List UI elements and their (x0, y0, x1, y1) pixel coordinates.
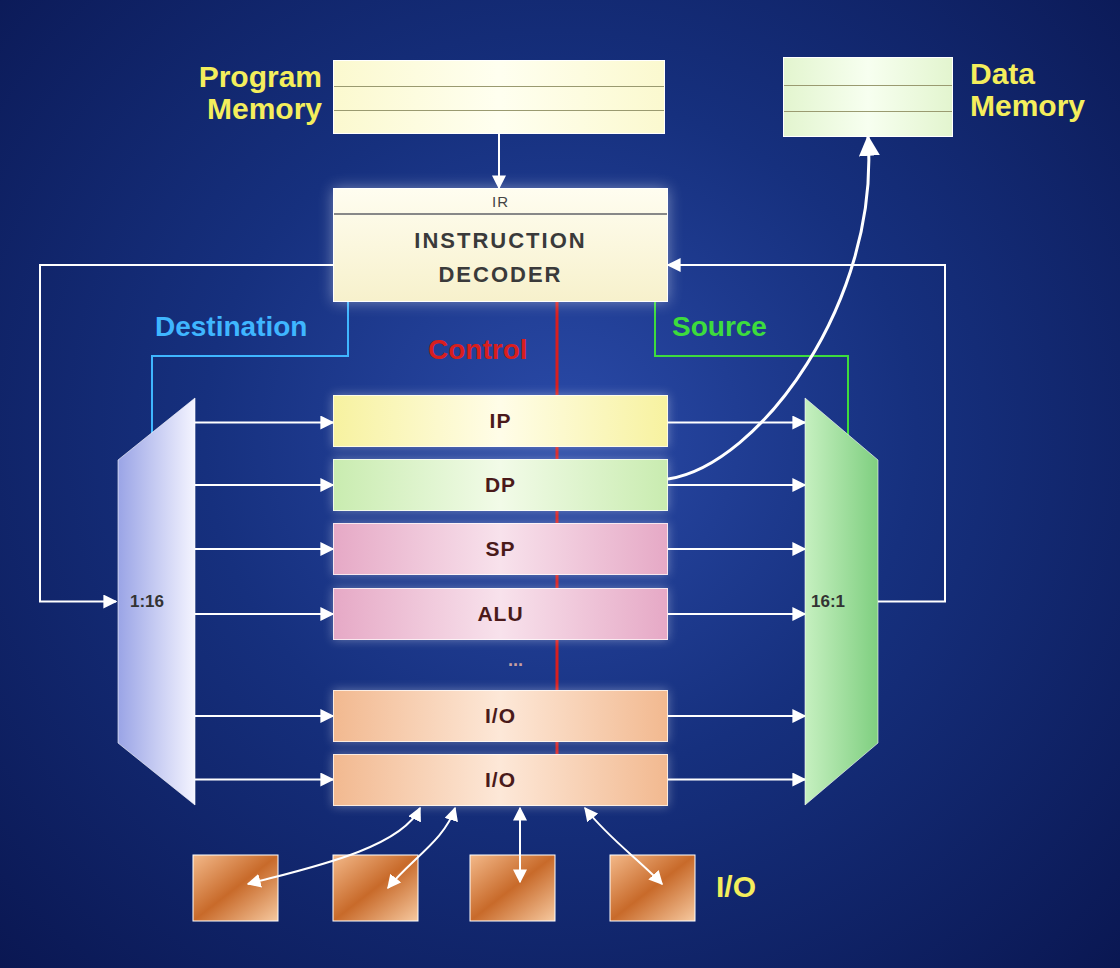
register-name: SP (485, 537, 515, 561)
connector (668, 422, 805, 424)
multiplexer: 16:1 (805, 398, 878, 805)
memory-label: Data Memory (970, 58, 1110, 122)
destination-label: Destination (155, 311, 307, 343)
memory-row-line (334, 86, 664, 87)
decoder-body: INSTRUCTION DECODER (334, 215, 667, 301)
memory-row-line (784, 111, 952, 112)
register-name: IR (492, 193, 509, 210)
register-box: DP (333, 459, 668, 511)
ir-register: IR (334, 189, 667, 215)
memory-row-line (784, 85, 952, 86)
connector (668, 779, 805, 781)
register-box: ALU (333, 588, 668, 640)
io-wire (248, 808, 662, 888)
connector (195, 613, 333, 615)
register-box: I/O (333, 690, 668, 742)
register-box: SP (333, 523, 668, 575)
connector (195, 422, 333, 424)
register-name: IP (490, 409, 512, 433)
ellipsis: ... (508, 650, 523, 671)
connector (668, 613, 805, 615)
control-label: Control (428, 334, 528, 366)
connector (498, 134, 500, 188)
connector (195, 779, 333, 781)
memory-row-line (334, 110, 664, 111)
register-name: ALU (477, 602, 523, 626)
connector (195, 484, 333, 486)
register-name: I/O (485, 704, 516, 728)
decoder-box: IR INSTRUCTION DECODER (333, 188, 668, 302)
memory-box: Data Memory (783, 57, 953, 137)
io-label: I/O (716, 870, 756, 904)
connector (195, 715, 333, 717)
ratio-label: 16:1 (811, 592, 845, 612)
ratio-label: 1:16 (130, 592, 164, 612)
memory-box: Program Memory (333, 60, 665, 134)
connector (668, 484, 805, 486)
io-device (193, 855, 695, 921)
connector (668, 548, 805, 550)
memory-label: Program Memory (182, 61, 322, 125)
register-box: I/O (333, 754, 668, 806)
source-label: Source (672, 311, 767, 343)
register-name: DP (485, 473, 516, 497)
register-box: IP (333, 395, 668, 447)
connector (668, 715, 805, 717)
register-name: I/O (485, 768, 516, 792)
demultiplexer: 1:16 (118, 398, 195, 805)
connector (195, 548, 333, 550)
decoder-name: INSTRUCTION DECODER (386, 224, 616, 292)
